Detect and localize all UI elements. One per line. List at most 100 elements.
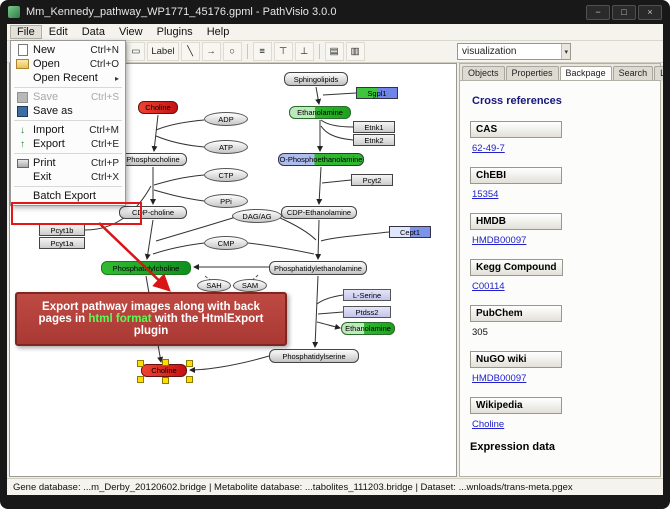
pathway-node-sphingolipids[interactable]: Sphingolipids bbox=[284, 72, 348, 86]
crossref-section-hmdb: HMDB HMDB00097 bbox=[470, 211, 650, 246]
crossref-name: CAS bbox=[470, 121, 562, 138]
stack-horizontal-icon[interactable]: ▥ bbox=[345, 42, 365, 61]
window-title: Mm_Kennedy_pathway_WP1771_45176.gpml - P… bbox=[26, 6, 337, 18]
pathway-node-etnk2[interactable]: Etnk2 bbox=[353, 134, 395, 146]
app-area: File Edit Data View Plugins Help Zoom: 1… bbox=[7, 24, 663, 495]
file-menu-export[interactable]: ↑ Export Ctrl+E bbox=[11, 137, 125, 151]
pathway-node-l-serine[interactable]: L-Serine bbox=[343, 289, 391, 301]
tab-backpage[interactable]: Backpage bbox=[559, 66, 612, 81]
file-menu-open-recent[interactable]: Open Recent ▸ bbox=[33, 72, 119, 84]
file-menu-import[interactable]: ↓ Import Ctrl+M bbox=[11, 123, 125, 137]
pathway-node-phosphatidylserine[interactable]: Phosphatidylserine bbox=[269, 349, 359, 363]
tab-objects[interactable]: Objects bbox=[462, 66, 505, 81]
chevron-down-icon[interactable]: ▾ bbox=[561, 44, 570, 59]
printer-icon bbox=[15, 157, 30, 169]
align-bottom-icon[interactable]: ⊥ bbox=[294, 42, 314, 61]
file-menu-open[interactable]: Open Ctrl+O bbox=[11, 57, 125, 71]
crossref-link[interactable]: Choline bbox=[472, 419, 505, 430]
crossref-link[interactable]: 62-49-7 bbox=[472, 143, 505, 154]
label-tool-icon[interactable]: Label bbox=[147, 42, 179, 61]
annotation-callout: Export pathway images along with back pa… bbox=[15, 292, 287, 346]
selection-handle[interactable] bbox=[137, 360, 144, 367]
crossref-name: HMDB bbox=[470, 213, 562, 230]
titlebar: Mm_Kennedy_pathway_WP1771_45176.gpml - P… bbox=[0, 0, 670, 24]
pathway-node-pcyt1b[interactable]: Pcyt1b bbox=[39, 224, 85, 236]
side-panel: Objects Properties Backpage Search Legen… bbox=[459, 63, 663, 477]
file-menu-exit[interactable]: Exit Ctrl+X bbox=[33, 171, 119, 183]
minimize-button[interactable]: − bbox=[586, 4, 610, 20]
pathway-node-sgpl1[interactable]: Sgpl1 bbox=[356, 87, 398, 99]
app-icon bbox=[8, 6, 20, 18]
visualization-combobox[interactable]: visualization ▾ bbox=[457, 43, 571, 60]
pathway-node-sam[interactable]: SAM bbox=[233, 279, 267, 292]
pathway-node-cept1[interactable]: Cept1 bbox=[389, 226, 431, 238]
close-button[interactable]: × bbox=[638, 4, 662, 20]
crossref-value: 305 bbox=[472, 327, 488, 338]
align-left-icon[interactable]: ≡ bbox=[252, 42, 272, 61]
crossrefs-heading: Cross references bbox=[472, 95, 562, 107]
menu-edit[interactable]: Edit bbox=[48, 26, 68, 38]
pathway-node-ptdss2[interactable]: Ptdss2 bbox=[343, 306, 391, 318]
crossref-section-chebi: ChEBI 15354 bbox=[470, 165, 650, 200]
menu-data[interactable]: Data bbox=[81, 26, 105, 38]
menu-plugins[interactable]: Plugins bbox=[156, 26, 193, 38]
pathway-node-cmp[interactable]: CMP bbox=[204, 236, 248, 250]
file-menu-print[interactable]: Print Ctrl+P bbox=[11, 156, 125, 170]
file-menu-batch-export[interactable]: Batch Export bbox=[33, 190, 96, 202]
selection-handle[interactable] bbox=[162, 377, 169, 384]
file-menu-new[interactable]: New Ctrl+N bbox=[11, 43, 125, 57]
menu-separator bbox=[14, 153, 122, 154]
side-panel-tabs: Objects Properties Backpage Search Legen… bbox=[459, 63, 663, 81]
pathway-node-sah[interactable]: SAH bbox=[197, 279, 231, 292]
selection-handle[interactable] bbox=[186, 360, 193, 367]
align-top-icon[interactable]: ⊤ bbox=[273, 42, 293, 61]
pathway-node-o-phosphoethanolamine[interactable]: O-Phosphoethanolamine bbox=[278, 153, 364, 166]
pathway-node-phosphatidylcholine[interactable]: Phosphatidylcholine bbox=[101, 261, 191, 275]
shape-tool-icon[interactable]: ○ bbox=[222, 42, 242, 61]
selection-handle[interactable] bbox=[162, 359, 169, 366]
pathway-node-cdp-choline[interactable]: CDP-choline bbox=[119, 206, 187, 219]
file-menu-save-as[interactable]: Save as bbox=[11, 104, 125, 118]
tab-legend[interactable]: Legend bbox=[654, 66, 663, 81]
file-menu-save[interactable]: Save Ctrl+S bbox=[11, 90, 125, 104]
pathway-node-phosphatidylethanolamine[interactable]: Phosphatidylethanolamine bbox=[269, 261, 367, 275]
menu-view[interactable]: View bbox=[118, 26, 143, 38]
selection-handle[interactable] bbox=[186, 376, 193, 383]
menu-help[interactable]: Help bbox=[206, 26, 230, 38]
stack-vertical-icon[interactable]: ▤ bbox=[324, 42, 344, 61]
arrow-tool-icon[interactable]: → bbox=[201, 42, 221, 61]
selection-handle[interactable] bbox=[137, 376, 144, 383]
crossref-link[interactable]: C00114 bbox=[472, 281, 505, 292]
crossref-section-pubchem: PubChem 305 bbox=[470, 303, 650, 338]
crossref-name: NuGO wiki bbox=[470, 351, 562, 368]
crossref-link[interactable]: HMDB00097 bbox=[472, 373, 527, 384]
pathway-node-etnk1[interactable]: Etnk1 bbox=[353, 121, 395, 133]
crossref-section-cas: CAS 62-49-7 bbox=[470, 119, 650, 154]
tab-properties[interactable]: Properties bbox=[505, 66, 559, 81]
pathway-node-dag[interactable]: DAG/AG bbox=[232, 209, 282, 223]
statusbar-text: Gene database: ...m_Derby_20120602.bridg… bbox=[13, 481, 573, 493]
tab-search[interactable]: Search bbox=[612, 66, 654, 81]
crossref-name: Wikipedia bbox=[470, 397, 562, 414]
crossref-link[interactable]: 15354 bbox=[472, 189, 499, 200]
pathway-node-phosphocholine[interactable]: Phosphocholine bbox=[119, 153, 187, 166]
pathway-node-ethanolamine-top[interactable]: Ethanolamine bbox=[289, 106, 351, 119]
crossref-link[interactable]: HMDB00097 bbox=[472, 235, 527, 246]
pathway-node-ethanolamine-bottom[interactable]: Ethanolamine bbox=[341, 322, 395, 335]
pathway-node-adp[interactable]: ADP bbox=[204, 112, 248, 126]
line-tool-icon[interactable]: ╲ bbox=[180, 42, 200, 61]
pathway-node-pcyt2[interactable]: Pcyt2 bbox=[351, 174, 393, 186]
pathway-node-ctp[interactable]: CTP bbox=[204, 168, 248, 182]
pathway-node-ppi[interactable]: PPi bbox=[204, 194, 248, 208]
datanode-tool-icon[interactable]: ▭ bbox=[126, 42, 146, 61]
menu-file[interactable]: File bbox=[10, 25, 42, 39]
pathway-node-pcyt1a[interactable]: Pcyt1a bbox=[39, 237, 85, 249]
pathway-node-cdp-ethanolamine[interactable]: CDP-Ethanolamine bbox=[281, 206, 357, 219]
pathway-node-choline-top[interactable]: Choline bbox=[138, 101, 178, 114]
pathway-node-atp[interactable]: ATP bbox=[204, 140, 248, 154]
visualization-value: visualization bbox=[462, 46, 517, 57]
annotation-highlight-text: html format bbox=[88, 313, 152, 325]
maximize-button[interactable]: □ bbox=[612, 4, 636, 20]
crossref-name: Kegg Compound bbox=[470, 259, 563, 276]
